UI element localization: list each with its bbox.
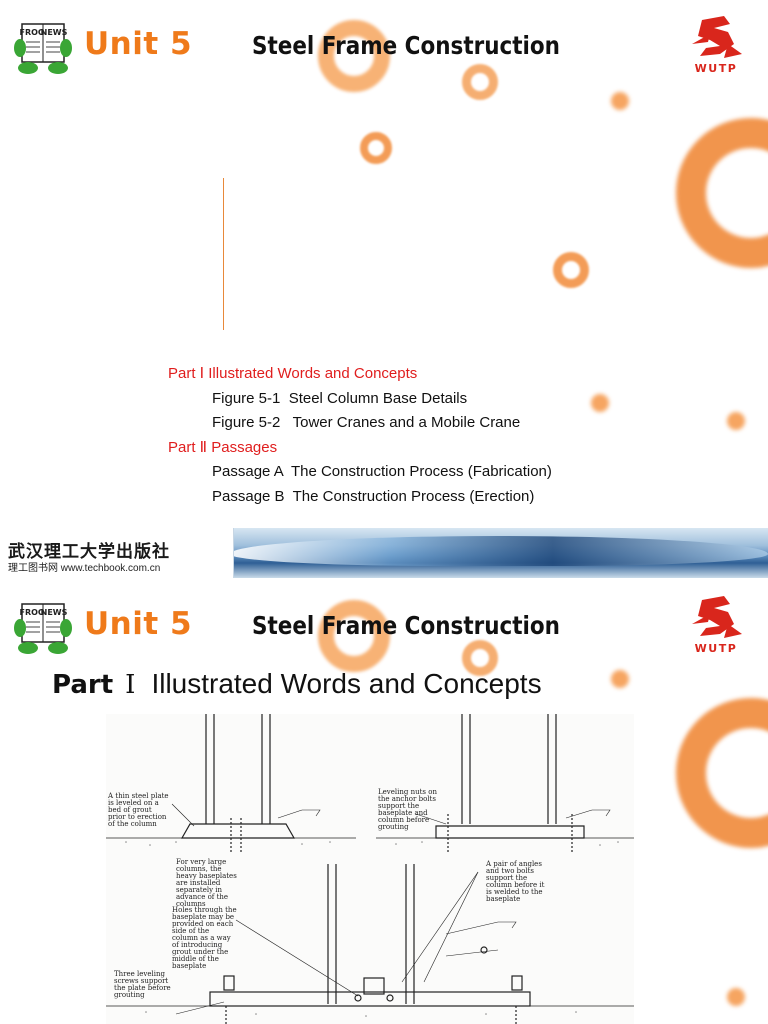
decor-dot [611,670,629,688]
unit-title: Unit 5 [84,26,193,62]
table-of-contents: Part Ⅰ Illustrated Words and Concepts Fi… [168,362,552,510]
svg-text:NEWS: NEWS [41,28,68,37]
decor-ring [553,252,589,288]
wutp-emblem-icon [692,596,742,638]
unit-title: Unit 5 [84,606,193,642]
decor-dot [591,394,609,412]
toc-passage-a[interactable]: Passage A The Construction Process (Fabr… [212,463,552,481]
wutp-logo: WUTP [684,14,748,76]
footer-banner: 武汉理工大学出版社 理工图书网 www.techbook.com.cn [0,528,768,578]
slide-title: Steel Frame Construction [252,611,560,640]
wutp-label: WUTP [694,62,738,75]
decor-dot [611,92,629,110]
part-title: Illustrated Words and Concepts [151,668,542,699]
part-heading: Part Ⅰ Illustrated Words and Concepts [52,668,542,700]
wutp-logo: WUTP [684,594,748,656]
wutp-emblem-icon [692,16,742,58]
decor-dot [727,412,745,430]
svg-text:NEWS: NEWS [41,608,68,617]
decor-ring [360,132,392,164]
vertical-divider [223,178,224,330]
publisher-block: 武汉理工大学出版社 理工图书网 www.techbook.com.cn [0,528,234,578]
water-wave-decor [230,536,768,566]
decor-ring [676,118,768,268]
slide-title: Steel Frame Construction [252,31,560,60]
frog-news-logo: FROG NEWS [14,603,72,654]
toc-figure-5-1[interactable]: Figure 5-1 Steel Column Base Details [212,389,468,407]
toc-part-2[interactable]: Part Ⅱ Passages [168,438,278,456]
publisher-name: 武汉理工大学出版社 [8,542,170,562]
part-label: Part [52,670,114,700]
publisher-site: 理工图书网 www.techbook.com.cn [8,563,161,574]
decor-dot [727,988,745,1006]
slide-header: FROG NEWS Unit 5 Steel Frame Constructio… [0,0,768,90]
wutp-label: WUTP [694,642,738,655]
slide-header: FROG NEWS Unit 5 Steel Frame Constructio… [0,580,768,670]
toc-passage-b[interactable]: Passage B The Construction Process (Erec… [212,487,535,505]
decor-ring [462,64,498,100]
svg-text:FROG: FROG [20,28,45,37]
toc-part-1[interactable]: Part Ⅰ Illustrated Words and Concepts [168,365,418,382]
frog-news-logo: FROG NEWS [14,23,72,74]
slide-toc: FROG NEWS Unit 5 Steel Frame Constructio… [0,0,768,578]
part-number: Ⅰ [125,670,136,700]
decor-ring [676,698,768,848]
svg-text:FROG: FROG [20,608,45,617]
decor-ring [462,640,498,676]
toc-figure-5-2[interactable]: Figure 5-2 Tower Cranes and a Mobile Cra… [212,414,521,432]
slide-part-1: FROG NEWS Unit 5 Steel Frame Constructio… [0,580,768,1024]
